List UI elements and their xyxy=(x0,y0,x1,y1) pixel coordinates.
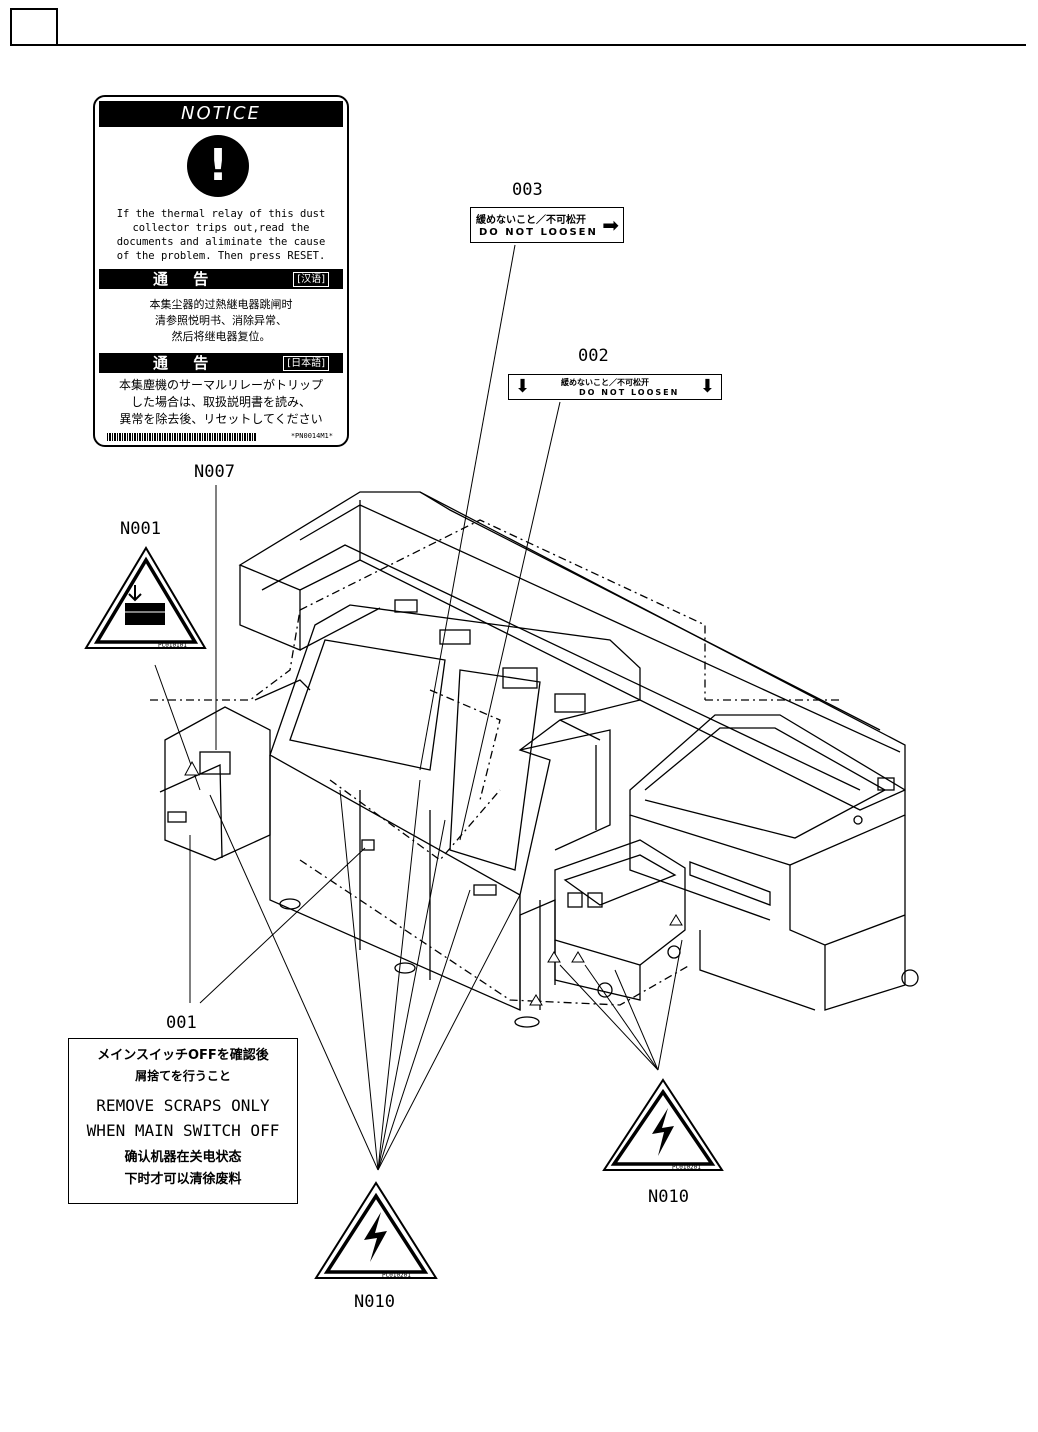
right-module xyxy=(629,714,919,1011)
scrap-en-line2: WHEN MAIN SWITCH OFF xyxy=(86,1121,280,1140)
chinese-lang-tag: [汉语] xyxy=(293,272,329,287)
notice-chinese-text: 本集尘器的过熱継电器跳闸时 清参照悦明书、消除异常、 然后将继电器复位。 xyxy=(99,297,343,345)
electric-shock-warning-icon xyxy=(602,1078,724,1171)
notice-jp-line: 異常を除去後、リセットしてください xyxy=(119,412,323,426)
remove-scraps-label: メインスイッチOFFを確認後 屑捨てを行うこと REMOVE SCRAPS ON… xyxy=(68,1038,298,1204)
exclamation-icon: ! xyxy=(187,135,249,197)
label-002-line1: 緩めないこと／不可松开 xyxy=(561,378,649,387)
notice-chinese-header: 通 告 [汉语] xyxy=(99,269,343,289)
notice-japanese-header: 通 告 [日本語] xyxy=(99,353,343,373)
notice-english-text: If the thermal relay of this dust collec… xyxy=(99,207,343,263)
callout-003: 003 xyxy=(512,180,543,200)
do-not-loosen-label-002: ⬇ 緩めないこと／不可松开 DO NOT LOOSEN ⬇ xyxy=(508,374,722,400)
scrap-jp-line1: メインスイッチOFFを確認後 xyxy=(97,1048,269,1063)
feed-unit xyxy=(539,839,686,1010)
callout-n007: N007 xyxy=(194,462,235,482)
scrap-jp-line2: 屑捨てを行うこと xyxy=(135,1069,231,1083)
arrow-down-icon: ⬇ xyxy=(699,376,715,397)
notice-en-line: documents and aliminate the cause xyxy=(116,236,326,248)
header-box xyxy=(10,8,58,46)
notice-jp-line: した場合は、取扱説明書を読み、 xyxy=(130,395,311,409)
label-002-line2: DO NOT LOOSEN xyxy=(579,388,680,397)
label-003-line2: DO NOT LOOSEN xyxy=(479,227,598,238)
notice-part-code: *PN0014M1* xyxy=(290,432,333,440)
callout-n010-bottom: N010 xyxy=(354,1292,395,1312)
callout-n010-right: N010 xyxy=(648,1187,689,1207)
arrow-down-icon: ⬇ xyxy=(515,376,531,397)
notice-en-line: If the thermal relay of this dust xyxy=(116,208,326,220)
hand-crush-warning-icon xyxy=(84,546,207,649)
barcode xyxy=(107,433,257,441)
rear-housing xyxy=(238,491,906,811)
notice-cn-line: 然后将继电器复位。 xyxy=(171,330,271,343)
scrap-cn-line2: 下时才可以清徐废料 xyxy=(124,1172,242,1187)
n001-code: PC010101 xyxy=(158,642,187,649)
notice-cn-line: 本集尘器的过熱継电器跳闸时 xyxy=(149,298,293,311)
scrap-en-line1: REMOVE SCRAPS ONLY xyxy=(96,1096,270,1115)
callout-002: 002 xyxy=(578,346,609,366)
japanese-header-text: 通 告 xyxy=(153,354,219,372)
header-rule xyxy=(58,44,1026,46)
arrow-right-icon: ➡ xyxy=(602,213,619,237)
electric-shock-warning-icon xyxy=(314,1181,438,1279)
n010-bottom-code: PC010201 xyxy=(382,1272,411,1279)
notice-japanese-text: 本集塵機のサーマルリレーがトリップ した場合は、取扱説明書を読み、 異常を除去後… xyxy=(99,377,343,428)
chinese-header-text: 通 告 xyxy=(153,270,219,288)
notice-cn-line: 清参照悦明书、消除异常、 xyxy=(155,314,287,327)
notice-en-line: collector trips out,read the xyxy=(132,222,310,234)
callout-n001: N001 xyxy=(120,519,161,539)
callout-001: 001 xyxy=(166,1013,197,1033)
do-not-loosen-label-003: 緩めないこと／不可松开 DO NOT LOOSEN ➡ xyxy=(470,207,624,243)
n010-right-code: PC010201 xyxy=(672,1164,701,1171)
notice-title: NOTICE xyxy=(99,101,343,127)
notice-jp-line: 本集塵機のサーマルリレーがトリップ xyxy=(118,378,323,392)
dashed-guard-outline xyxy=(150,519,840,1006)
label-003-line1: 緩めないこと／不可松开 xyxy=(476,215,586,226)
dust-collector xyxy=(159,679,311,861)
notice-label: NOTICE ! If the thermal relay of this du… xyxy=(93,95,349,447)
scrap-cn-line1: 确认机器在关电状态 xyxy=(124,1150,242,1165)
japanese-lang-tag: [日本語] xyxy=(283,356,329,371)
notice-en-line: of the problem. Then press RESET. xyxy=(116,250,326,262)
